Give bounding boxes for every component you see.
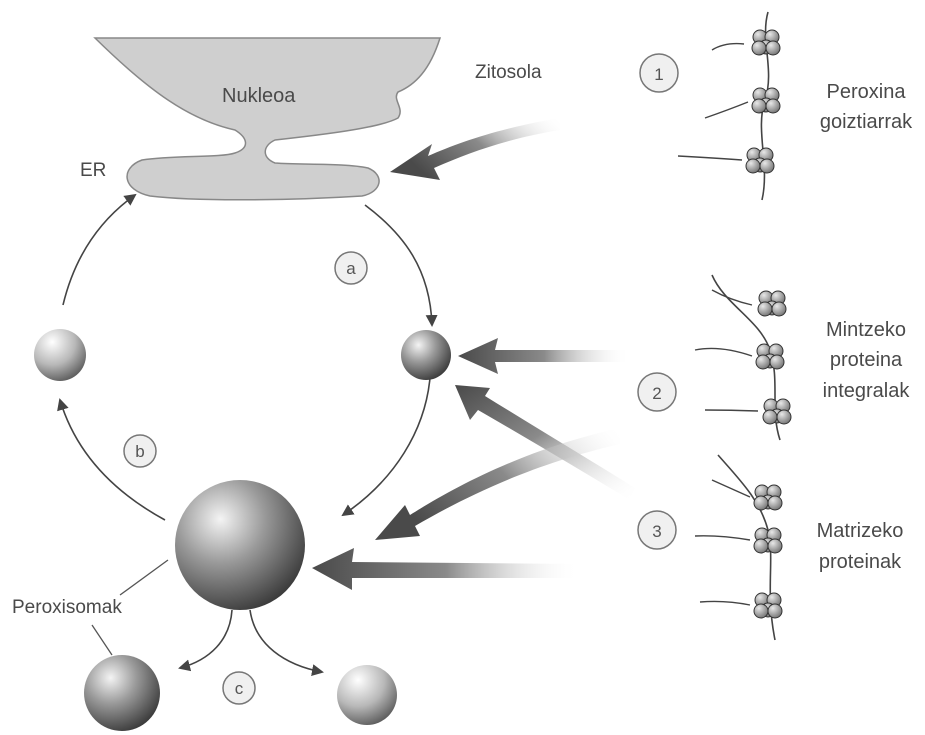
arrow-division-right xyxy=(250,610,322,672)
mature-peroxisome xyxy=(175,480,305,610)
group-1-label-line2: goiztiarrak xyxy=(820,111,913,133)
nascent-protein-chain xyxy=(695,348,752,356)
peroxisomes-label: Peroxisomak xyxy=(12,597,122,618)
ribosome xyxy=(754,593,782,618)
ribosome xyxy=(752,30,780,55)
group-2-marker: 2 xyxy=(638,373,676,411)
group-1-label-line1: Peroxina xyxy=(827,81,907,103)
nascent-protein-chain xyxy=(712,44,744,50)
step-c-label: c xyxy=(235,679,244,698)
group-3-label-line2: proteinak xyxy=(819,551,902,573)
polyribosome-strands xyxy=(678,12,791,640)
ribosome xyxy=(763,399,791,424)
ribosome xyxy=(754,485,782,510)
peroxisomes-pointer-down xyxy=(92,625,112,655)
nascent-protein-chain xyxy=(678,156,742,160)
nascent-protein-chain xyxy=(705,410,758,411)
arrow-small-to-er xyxy=(63,195,135,305)
group-2-label-line3: integralak xyxy=(823,380,911,402)
step-a: a xyxy=(335,252,367,284)
arrow-er-to-vesicle xyxy=(365,205,432,325)
import-arrow-3c xyxy=(312,548,580,590)
group-1-number: 1 xyxy=(654,65,663,84)
group-3-label: Matrizeko proteinak xyxy=(817,520,904,573)
group-3-number: 3 xyxy=(652,522,661,541)
group-1-marker: 1 xyxy=(640,54,678,92)
step-b-label: b xyxy=(135,442,144,461)
daughter-peroxisome-right xyxy=(337,665,397,725)
nucleus-label: Nukleoa xyxy=(222,85,296,107)
pre-peroxisome-vesicle xyxy=(34,329,86,381)
group-2-number: 2 xyxy=(652,384,661,403)
group-2-label-line1: Mintzeko xyxy=(826,319,906,341)
import-arrow-3b xyxy=(375,428,620,540)
nascent-protein-chain xyxy=(712,480,750,497)
step-c: c xyxy=(223,672,255,704)
nascent-protein-chain xyxy=(700,601,750,605)
er-derived-vesicle xyxy=(401,330,451,380)
peroxisomes-pointer-up xyxy=(120,560,168,595)
ribosome xyxy=(746,148,774,173)
ribosome xyxy=(756,344,784,369)
step-a-label: a xyxy=(346,259,356,278)
arrow-vesicle-to-peroxisome xyxy=(343,378,430,515)
group-3-label-line1: Matrizeko xyxy=(817,520,904,542)
ribosome xyxy=(752,88,780,113)
ribosome xyxy=(754,528,782,553)
group-1-label: Peroxina goiztiarrak xyxy=(820,81,913,133)
group-2-label: Mintzeko proteina integralak xyxy=(823,319,911,402)
nascent-protein-chain xyxy=(705,102,748,118)
daughter-peroxisome-left xyxy=(84,655,160,731)
cytosol-label: Zitosola xyxy=(475,62,542,83)
arrow-division-left xyxy=(180,610,232,668)
nucleus-er-membrane xyxy=(95,38,440,200)
nascent-protein-chain xyxy=(695,536,750,540)
group-2-label-line2: proteina xyxy=(830,349,903,371)
group-3-marker: 3 xyxy=(638,511,676,549)
er-label: ER xyxy=(80,160,106,181)
import-arrow-1 xyxy=(390,118,560,180)
import-arrow-2 xyxy=(458,338,630,374)
step-b: b xyxy=(124,435,156,467)
ribosome xyxy=(758,291,786,316)
